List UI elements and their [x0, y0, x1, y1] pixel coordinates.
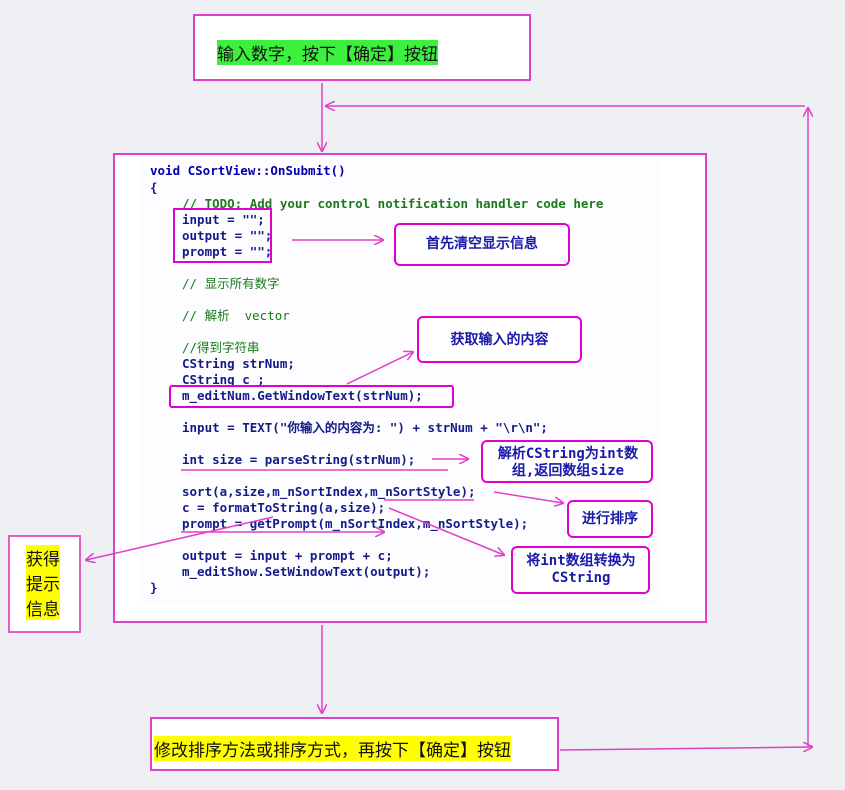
code-line-1: void CSortView::OnSubmit() — [150, 163, 346, 178]
code-line-9: //得到字符串 — [182, 340, 260, 355]
step-input-box: 输入数字，按下【确定】按钮 — [193, 14, 531, 81]
code-line-20: } — [150, 580, 158, 595]
code-line-2: { — [150, 180, 158, 195]
code-line-7: // 显示所有数字 — [182, 276, 280, 291]
callout-clear: 首先清空显示信息 — [394, 223, 570, 266]
get-text-frame — [169, 385, 454, 408]
code-line-15: sort(a,size,m_nSortIndex,m_nSortStyle); — [182, 484, 476, 499]
code-line-4: input = ""; — [182, 212, 265, 227]
code-line-12: m_editNum.GetWindowText(strNum); — [182, 388, 423, 403]
side-note-box: 获得 提示 信息 — [8, 535, 81, 633]
code-line-16: c = formatToString(a,size); — [182, 500, 386, 515]
step-modify-label: 修改排序方法或排序方式，再按下【确定】按钮 — [154, 736, 511, 761]
code-line-14: int size = parseString(strNum); — [182, 452, 416, 467]
code-line-10: CString strNum; — [182, 356, 295, 371]
clear-vars-frame — [173, 208, 272, 263]
callout-convert: 将int数组转换为CString — [511, 546, 650, 594]
code-line-3: // TODO: Add your control notification h… — [182, 196, 604, 211]
side-note-line-2: 提示 — [26, 570, 60, 595]
code-line-17: prompt = getPrompt(m_nSortIndex,m_nSortS… — [182, 516, 529, 531]
code-line-6: prompt = ""; — [182, 244, 273, 259]
code-line-5: output = ""; — [182, 228, 273, 243]
callout-sort: 进行排序 — [567, 500, 653, 538]
callout-get-input: 获取输入的内容 — [417, 316, 582, 363]
callout-parse: 解析CString为int数组,返回数组size — [481, 440, 653, 483]
code-line-18: output = input + prompt + c; — [182, 548, 393, 563]
code-line-11: CString c ; — [182, 372, 265, 387]
step-modify-box: 修改排序方法或排序方式，再按下【确定】按钮 — [150, 717, 559, 771]
code-line-19: m_editShow.SetWindowText(output); — [182, 564, 431, 579]
side-note-line-1: 获得 — [26, 545, 60, 570]
code-line-13: input = TEXT("你输入的内容为: ") + strNum + "\r… — [182, 420, 548, 435]
step-input-label: 输入数字，按下【确定】按钮 — [217, 40, 438, 65]
side-note-line-3: 信息 — [26, 595, 60, 620]
code-line-8: // 解析 vector — [182, 308, 290, 323]
